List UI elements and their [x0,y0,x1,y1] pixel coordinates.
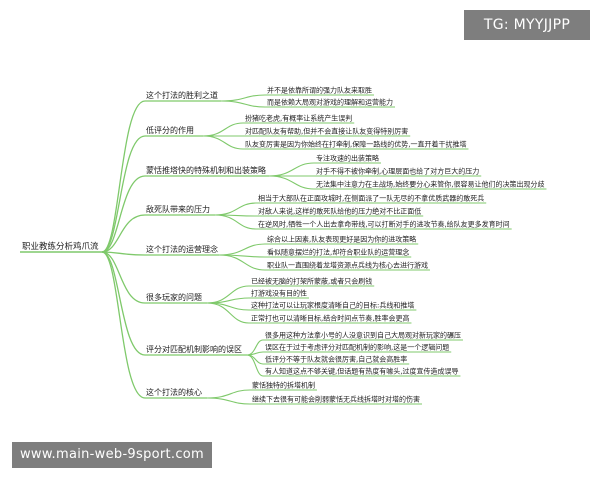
leaf-label: 正常打也可以清晰目标,结合时间点节奏,胜率会更高 [251,314,409,323]
leaf-connector [202,135,244,150]
leaf-connector [268,162,315,177]
branch-3: 蒙恬推塔快的特殊机制和出装策略 专注攻速的出装策略对手不得不被你牵制,心理层面也给… [101,154,547,253]
branch-connector [101,135,146,253]
branch-connector [101,214,146,253]
branch-label: 低评分的作用 [146,125,194,135]
leaf-connector [206,389,251,399]
leaf-label: 综合以上因素,队友表现更好是因为你的进攻策略 [267,235,416,244]
leaf-label: 而是依赖大局观对游戏的理解和运营能力 [267,98,393,107]
leaf-label: 已经被无脑的打架所蒙蔽,或者只会刷钱 [251,277,372,286]
branch-connector [101,251,146,256]
root-label: 职业教练分析鸡爪流 [22,241,99,252]
branch-connector [101,251,146,399]
watermark-bottom: www.main-web-9sport.com [12,442,212,468]
leaf-connector [218,243,266,256]
leaf-label: 有人知道这点不够关键,但话题有热度有噱头,过度宣传造成误导 [265,367,458,376]
watermark-top: TG: MYYJJPP [464,10,590,40]
leaf-connector [246,351,264,356]
leaf-label: 无法集中注意力在主战场,始终要分心来管你,很容易让他们的决策出现分歧 [316,180,544,189]
leaf-label: 专注攻速的出装策略 [316,154,379,163]
branch-label: 这个打法的胜利之道 [146,90,218,100]
leaf-connector [202,122,244,137]
branch-label: 这个打法的运营理念 [146,244,218,254]
leaf-label: 打游戏没有目的性 [251,289,307,298]
root-node: 职业教练分析鸡爪流 [20,241,102,253]
leaf-connector [246,354,264,377]
branch-4: 敌死队带来的压力 相当于大部队在正面攻城时,在侧面派了一队无尽的不拿优质武器的敢死… [101,194,512,253]
leaf-label: 扮猪吃老虎,有概率让系统产生误判 [245,114,352,123]
branch-label: 蒙恬推塔快的特殊机制和出装策略 [146,165,266,175]
branch-label: 敌死队带来的压力 [146,204,210,214]
leaf-label: 低评分不等于队友就会很厉害,自己就会高胜率 [265,355,407,364]
branch-2: 低评分的作用 扮猪吃老虎,有概率让系统产生误判对匹配队友有帮助,但并不会直接让队友… [101,114,469,253]
leaf-label: 并不是依靠所谓的强力队友来取胜 [267,86,372,95]
leaf-connector [218,254,266,271]
leaf-label: 在逆风时,牺牲一个人出去拿命带线,可以打断对手的进攻节奏,给队友更多发育时间 [258,220,510,229]
branch-label: 评分对匹配机制影响的误区 [146,344,242,354]
leaf-label: 误区在于过于考虑评分对匹配机制的影响,这是一个逻辑问题 [265,343,449,352]
branch-connector [101,100,146,253]
branch-1: 这个打法的胜利之道 并不是依靠所谓的强力队友来取胜而是依赖大局观对游戏的理解和运营… [101,86,395,253]
leaf-connector [206,397,251,405]
branch-5: 这个打法的运营理念 综合以上因素,队友表现更好是因为你的进攻策略看似随意摆烂的打法… [101,235,430,271]
leaf-label: 这种打法可以让玩家根度清晰自己的目标:兵线和推塔 [251,301,414,310]
branch-connector [101,251,146,304]
branch-7: 评分对匹配机制影响的误区 很多用这种方法拿小号的人没意识到自己大局观对新玩家的碾压… [101,251,463,377]
leaf-label: 对敌人来说,这样的敢死队给他的压力绝对不比正面低 [258,207,421,216]
branch-connector [101,175,146,253]
leaf-connector [268,175,315,190]
branch-label: 这个打法的核心 [146,387,202,397]
branch-6: 很多玩家的问题 已经被无脑的打架所蒙蔽,或者只会刷钱打游戏没有目的性这种打法可以让… [101,251,417,324]
leaf-connector [220,100,266,108]
leaf-label: 蒙恬独特的拆塔机制 [252,381,315,390]
leaf-label: 很多用这种方法拿小号的人没意识到自己大局观对新玩家的碾压 [265,331,461,340]
branch-label: 很多玩家的问题 [146,292,202,302]
leaf-label: 看似随意摆烂的打法,却符合职业队的运营理念 [267,248,409,257]
leaf-label: 对手不得不被你牵制,心理层面也给了对方巨大的压力 [316,167,479,176]
leaf-connector [220,94,266,102]
leaf-connector [214,214,257,230]
leaf-connector [206,302,250,324]
leaf-connector [214,202,257,216]
leaf-label: 相当于大部队在正面攻城时,在侧面派了一队无尽的不拿优质武器的敢死兵 [258,194,484,203]
leaf-label: 队友变厉害是因为你始终在打牵制,保障一路线的优势,一直开着干扰推塔 [245,140,466,149]
leaf-label: 职业队一直围绕着龙塔资源点兵线为核心去进行游戏 [267,261,428,270]
leaf-connector [246,339,264,356]
leaf-label: 对匹配队友有帮助,但并不会直接让队友变得特别厉害 [245,127,408,136]
leaf-label: 继续下去很有可能会削弱蒙恬无兵线拆塔时对塔的伤害 [252,395,420,404]
